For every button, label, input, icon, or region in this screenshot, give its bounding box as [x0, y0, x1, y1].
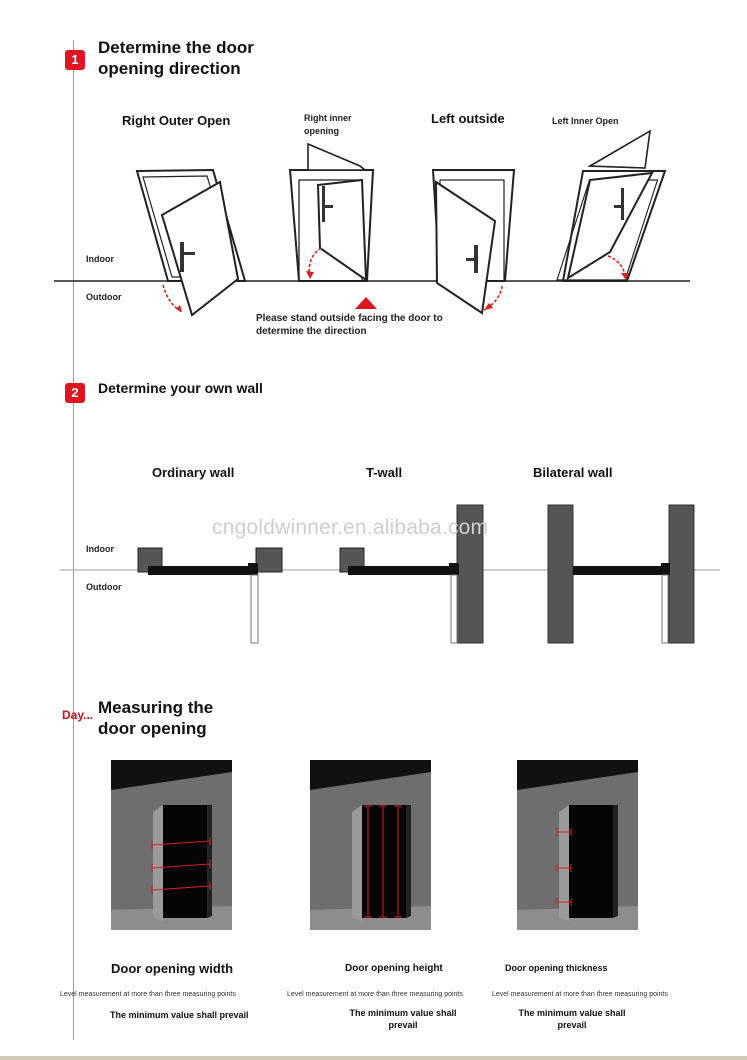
measure-height-diagram [310, 760, 431, 930]
step-3-day-label: Day... [62, 708, 94, 722]
label-left-inner-open: Left Inner Open [552, 116, 619, 126]
measure-thickness-min-line2: prevail [557, 1020, 587, 1030]
step-1-note: Please stand outside facing the door to … [256, 312, 443, 338]
label-right-outer-open: Right Outer Open [122, 113, 231, 128]
measure-width-diagram [111, 760, 232, 930]
measure-thickness-diagram [517, 760, 638, 930]
measure-thickness-min-line1: The minimum value shall [518, 1008, 626, 1018]
label-outdoor-2: Outdoor [86, 582, 122, 592]
step-1-note-line2: determine the direction [256, 326, 367, 337]
measure-thickness-note: Level measurement at more than three mea… [492, 991, 668, 998]
step-3-title-line1: Measuring the [98, 698, 214, 717]
step-1-title-line1: Determine the door [98, 38, 254, 57]
measure-height-min-line1: The minimum value shall [349, 1008, 457, 1018]
label-outdoor-1: Outdoor [86, 292, 122, 302]
stand-here-marker-icon [355, 297, 377, 309]
label-indoor-2: Indoor [86, 544, 114, 554]
door-left-inner-open [556, 129, 667, 282]
wall-ordinary [137, 547, 283, 644]
measure-width-note: Level measurement at more than three mea… [60, 991, 236, 998]
label-ordinary-wall: Ordinary wall [152, 465, 235, 480]
step-2-title: Determine your own wall [98, 380, 263, 396]
measure-width-min: The minimum value shall prevail [110, 1010, 249, 1020]
step-1-title: Determine the door opening direction [98, 37, 254, 79]
footer-divider [0, 1056, 747, 1060]
label-indoor-1: Indoor [86, 254, 114, 264]
measure-thickness-title: Door opening thickness [505, 963, 608, 973]
step-3-title-line2: door opening [98, 719, 207, 738]
label-right-inner-line2: opening [304, 126, 339, 136]
step-3-title: Measuring the door opening [98, 697, 213, 739]
step-1-badge: 1 [65, 50, 85, 70]
label-right-inner-opening: Right inner opening [304, 112, 352, 138]
wall-t [339, 504, 484, 644]
step-2-badge: 2 [65, 383, 85, 403]
measure-height-min-line2: prevail [388, 1020, 418, 1030]
measure-height-title: Door opening height [345, 963, 443, 974]
door-right-outer-open [135, 168, 247, 317]
door-right-inner-opening [288, 142, 375, 282]
label-right-inner-line1: Right inner [304, 113, 352, 123]
door-left-outside [431, 169, 516, 315]
label-left-outside: Left outside [431, 111, 505, 126]
label-t-wall: T-wall [366, 465, 403, 480]
label-bilateral-wall: Bilateral wall [533, 465, 613, 480]
watermark-text: cngoldwinner.en.alibaba.com [212, 516, 489, 539]
step-1-title-line2: opening direction [98, 59, 241, 78]
measure-width-title: Door opening width [111, 961, 234, 976]
measure-height-note: Level measurement at more than three mea… [287, 991, 463, 998]
timeline-line [73, 40, 74, 1040]
step-1-note-line1: Please stand outside facing the door to [256, 313, 443, 324]
wall-bilateral [547, 504, 695, 644]
measure-thickness-min: The minimum value shall prevail [470, 1007, 674, 1031]
measure-height-min: The minimum value shall prevail [300, 1007, 506, 1031]
